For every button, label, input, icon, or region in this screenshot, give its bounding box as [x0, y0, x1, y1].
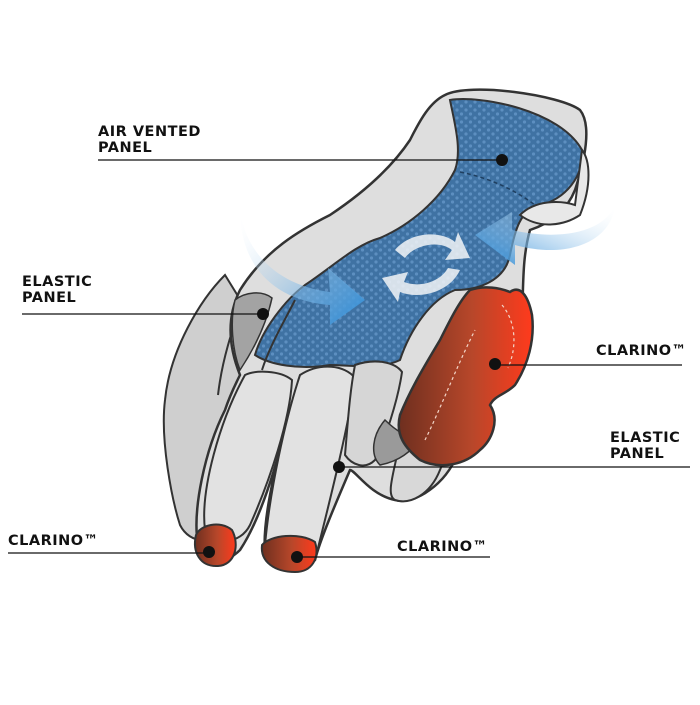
- label-air-vented-line2: PANEL: [98, 140, 153, 156]
- label-clarino-bottom-center-line1: CLARINO™: [397, 539, 488, 555]
- clarino-fingertip-center: [260, 534, 318, 574]
- label-elastic-panel-right: ELASTIC PANEL: [610, 430, 680, 462]
- airflow-rotate-arrow-bottom: [382, 268, 460, 302]
- label-clarino-bottom-left: CLARINO™: [8, 533, 99, 549]
- label-elastic-left-line2: PANEL: [22, 290, 77, 306]
- marker-dot-clarino-right: [489, 358, 501, 370]
- label-clarino-right: CLARINO™: [596, 343, 687, 359]
- airflow-rotate-arrow-top: [395, 232, 470, 260]
- marker-dot-elastic-right: [333, 461, 345, 473]
- middle-finger-shell: [263, 365, 357, 558]
- marker-dot-clarino-bottom-center: [291, 551, 303, 563]
- label-elastic-panel-left: ELASTIC PANEL: [22, 274, 92, 306]
- label-air-vented-line1: AIR VENTED: [98, 124, 201, 140]
- label-clarino-right-line1: CLARINO™: [596, 343, 687, 359]
- label-air-vented-panel: AIR VENTED PANEL: [98, 124, 201, 156]
- airflow-arrow-left: [240, 210, 365, 325]
- index-finger-shell: [203, 370, 294, 542]
- label-clarino-bottom-center: CLARINO™: [397, 539, 488, 555]
- marker-dot-elastic-left: [257, 308, 269, 320]
- ring-finger-shell: [343, 360, 404, 467]
- label-elastic-right-line1: ELASTIC: [610, 430, 681, 446]
- label-elastic-left-line1: ELASTIC: [22, 274, 93, 290]
- airflow-arrow-right: [475, 205, 615, 265]
- label-clarino-bottom-left-line1: CLARINO™: [8, 533, 99, 549]
- label-elastic-right-line2: PANEL: [610, 446, 665, 462]
- clarino-thumb-panel: [397, 286, 534, 467]
- marker-dot-clarino-bottom-left: [203, 546, 215, 558]
- cuff-strap: [518, 147, 590, 226]
- marker-dot-air-vented: [496, 154, 508, 166]
- clarino-fingertip-left: [194, 523, 237, 568]
